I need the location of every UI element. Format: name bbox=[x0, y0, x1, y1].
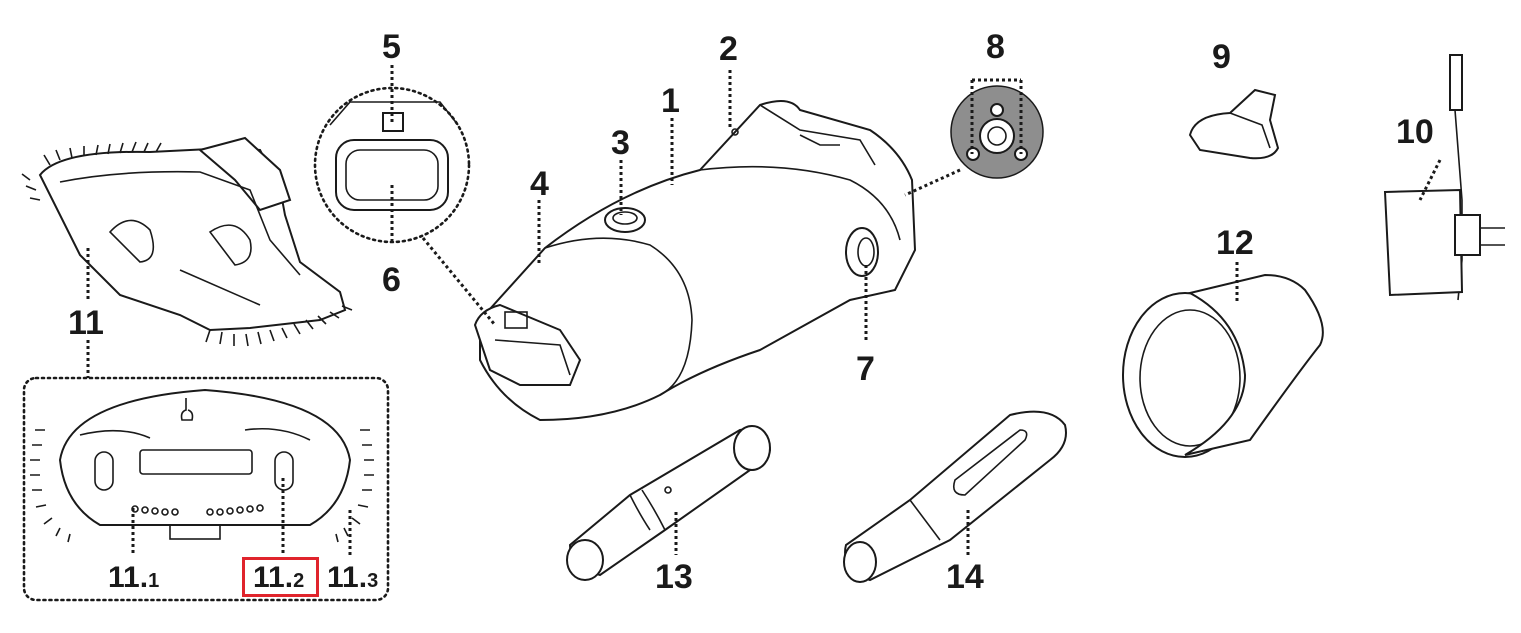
callout-5: 5 bbox=[382, 28, 401, 66]
callout-7: 7 bbox=[856, 350, 875, 388]
callout-13: 13 bbox=[655, 558, 693, 596]
part-8-disc bbox=[950, 85, 1044, 179]
callout-11-3-sub: 3 bbox=[367, 570, 379, 592]
part-14-handle bbox=[843, 410, 1067, 583]
callout-9: 9 bbox=[1212, 38, 1231, 76]
part-11-underside-view bbox=[30, 388, 374, 543]
callout-2: 2 bbox=[719, 30, 738, 68]
callout-8: 8 bbox=[986, 28, 1005, 66]
part-11-detail-frame bbox=[22, 376, 390, 602]
leader-lines bbox=[86, 65, 1442, 555]
part-12-funnel bbox=[1122, 273, 1324, 458]
part-13-tube bbox=[566, 425, 772, 581]
callout-14: 14 bbox=[946, 558, 984, 596]
part-1-main-body bbox=[473, 100, 917, 422]
callout-11-1-sub: 1 bbox=[148, 570, 160, 592]
callout-6: 6 bbox=[382, 261, 401, 299]
callout-11-1: 11.1 bbox=[108, 563, 159, 593]
callout-10: 10 bbox=[1396, 113, 1434, 151]
callout-3: 3 bbox=[611, 124, 630, 162]
callout-11-3-main: 11. bbox=[327, 561, 368, 594]
callout-12: 12 bbox=[1216, 224, 1254, 262]
part-11-brush-head bbox=[21, 136, 353, 347]
callout-11-3: 11.3 bbox=[327, 563, 378, 593]
callout-11-2-main: 11. bbox=[253, 561, 294, 594]
highlight-box-11-2 bbox=[242, 557, 319, 597]
part-10-charger bbox=[1383, 54, 1505, 301]
part-9-plug-cap bbox=[1188, 88, 1280, 160]
part-6-detail-circle bbox=[313, 86, 471, 244]
callout-11: 11 bbox=[68, 304, 104, 342]
callout-1: 1 bbox=[661, 82, 680, 120]
callout-11-1-main: 11. bbox=[108, 561, 149, 594]
callout-4: 4 bbox=[530, 165, 549, 203]
callout-11-2: 11.2 bbox=[253, 563, 304, 593]
callout-11-2-sub: 2 bbox=[293, 570, 305, 592]
